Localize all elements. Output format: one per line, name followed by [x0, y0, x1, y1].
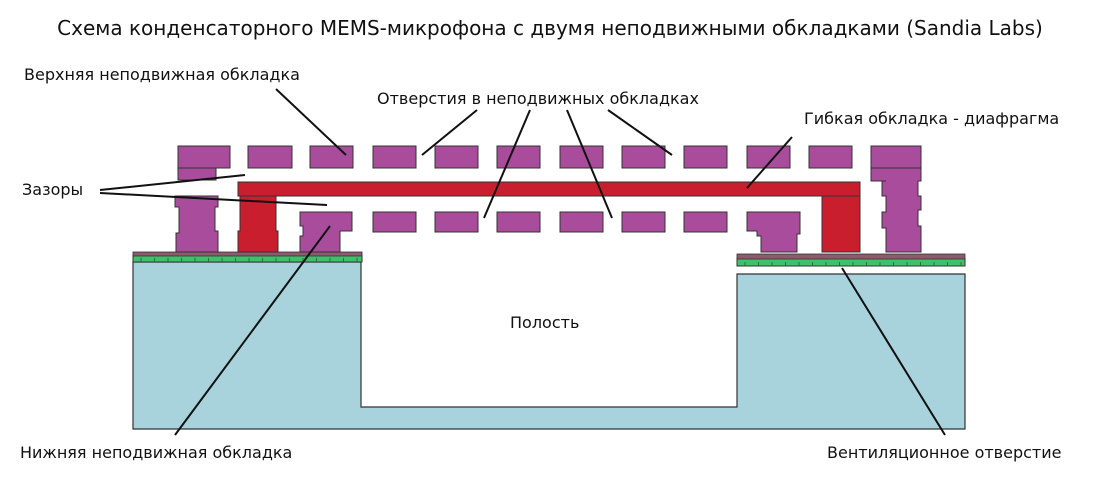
label-top-plate: Верхняя неподвижная обкладка: [24, 65, 300, 84]
label-cavity: Полость: [510, 313, 580, 332]
right-diaphragm-post: [821, 195, 861, 253]
leader-lines: [99, 88, 946, 436]
diaphragm: [237, 181, 861, 197]
label-diaphragm: Гибкая обкладка - диафрагма: [804, 109, 1060, 128]
bottom-fixed-plate: [372, 211, 728, 233]
label-bottom-plate: Нижняя неподвижная обкладка: [20, 443, 293, 462]
right-anchor-posts: [746, 167, 922, 253]
left-diaphragm-post: [237, 195, 279, 253]
diagram-title: Схема конденсаторного MEMS-микрофона с д…: [57, 16, 1043, 40]
left-anchor-posts: [174, 167, 353, 253]
base-layer-left: [132, 251, 363, 257]
substrate: [132, 261, 966, 430]
label-gaps: Зазоры: [22, 180, 84, 199]
top-fixed-plate: [177, 145, 922, 169]
label-holes: Отверстия в неподвижных обкладках: [377, 89, 699, 108]
label-vent: Вентиляционное отверстие: [827, 443, 1062, 462]
base-layer-right: [736, 253, 966, 260]
insulator-ticks-right: [744, 262, 962, 266]
